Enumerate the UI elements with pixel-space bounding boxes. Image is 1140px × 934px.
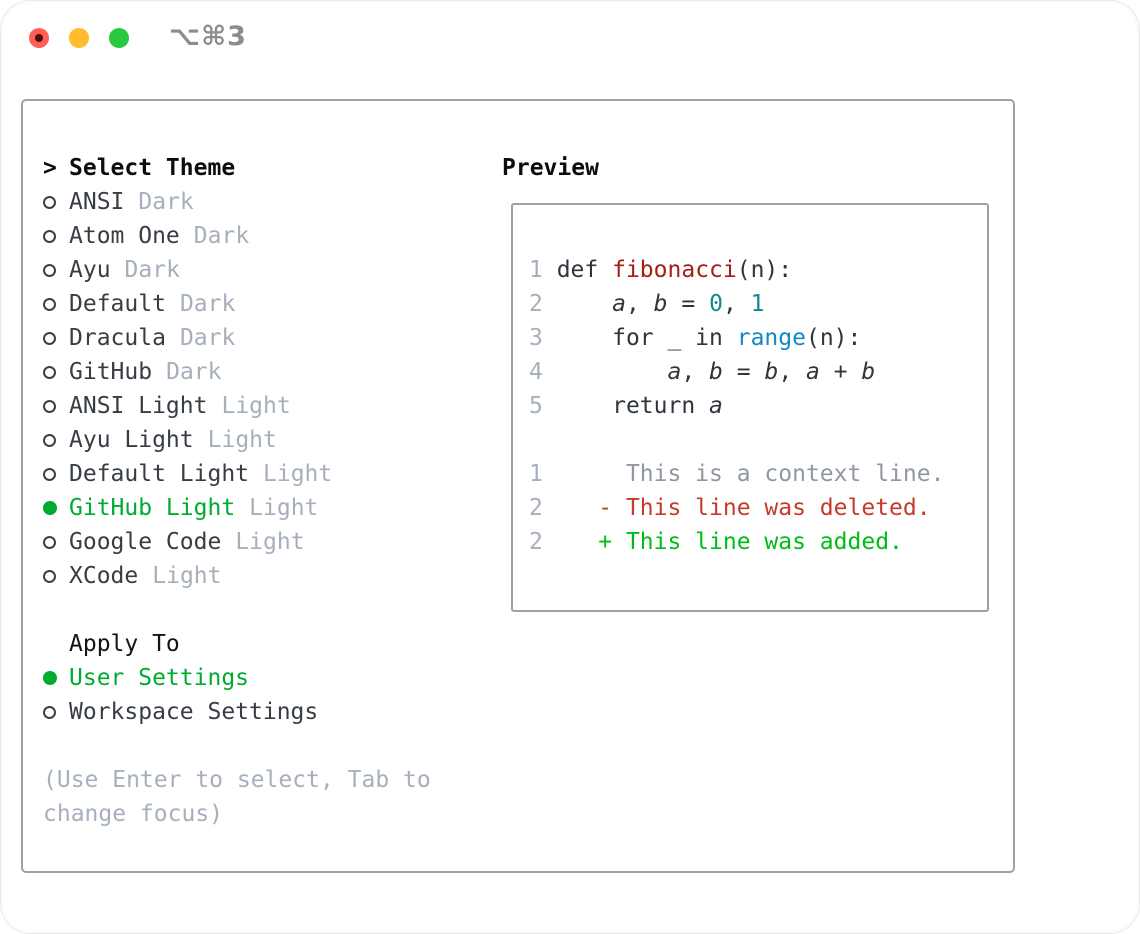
close-button[interactable] <box>29 28 49 48</box>
blank-line <box>529 423 987 457</box>
theme-name: XCode <box>69 563 139 589</box>
apply-to-label: Apply To <box>69 631 180 657</box>
radio-icon <box>43 433 69 447</box>
theme-name: Ayu <box>69 257 111 283</box>
theme-option-xcode[interactable]: XCode Light <box>43 559 493 593</box>
code-line: 2 a, b = 0, 1 <box>529 291 765 317</box>
window-title: ⌥⌘3 <box>169 21 247 52</box>
theme-option-google-code[interactable]: Google Code Light <box>43 525 493 559</box>
radio-icon <box>43 365 69 379</box>
theme-option-atom-one[interactable]: Atom One Dark <box>43 219 493 253</box>
radio-icon <box>43 399 69 413</box>
theme-variant: Dark <box>179 291 236 317</box>
apply-to-header: Apply To <box>43 627 493 661</box>
radio-icon <box>43 467 69 481</box>
theme-option-github-light[interactable]: GitHub Light Light <box>43 491 493 525</box>
theme-variant: Dark <box>166 359 222 385</box>
apply-option-name: Workspace Settings <box>69 699 319 725</box>
spacer-row <box>43 729 493 763</box>
theme-variant: Dark <box>124 257 180 283</box>
line-number: 4 <box>529 359 543 385</box>
apply-option-workspace-settings[interactable]: Workspace Settings <box>43 695 493 729</box>
line-number: 1 <box>529 461 543 487</box>
radio-icon <box>43 535 69 549</box>
theme-name: Default Light <box>69 461 250 487</box>
theme-name: ANSI <box>69 189 125 215</box>
theme-variant: Light <box>207 427 277 453</box>
help-text-line1: (Use Enter to select, Tab to <box>43 767 431 793</box>
line-number: 2 <box>529 529 543 555</box>
radio-icon <box>43 297 69 311</box>
theme-name: Google Code <box>69 529 222 555</box>
zoom-button[interactable] <box>109 28 129 48</box>
apply-option-user-settings[interactable]: User Settings <box>43 661 493 695</box>
theme-option-dracula[interactable]: Dracula Dark <box>43 321 493 355</box>
theme-name: Ayu Light <box>69 427 194 453</box>
theme-variant: Light <box>249 495 319 521</box>
theme-option-github[interactable]: GitHub Dark <box>43 355 493 389</box>
code-line: 3 for _ in range(n): <box>529 325 862 351</box>
preview-box: 1 def fibonacci(n): 2 a, b = 0, 1 3 for _ … <box>511 203 989 612</box>
theme-variant: Dark <box>193 223 250 249</box>
theme-option-ayu[interactable]: Ayu Dark <box>43 253 493 287</box>
select-theme-header: > Select Theme <box>43 151 493 185</box>
theme-option-default[interactable]: Default Dark <box>43 287 493 321</box>
theme-option-ansi-light[interactable]: ANSI Light Light <box>43 389 493 423</box>
theme-variant: Dark <box>179 325 236 351</box>
theme-option-ayu-light[interactable]: Ayu Light Light <box>43 423 493 457</box>
preview-code: 1 def fibonacci(n): 2 a, b = 0, 1 3 for _ … <box>529 253 987 559</box>
radio-icon <box>43 501 69 515</box>
focus-prompt-icon: > <box>43 155 57 181</box>
radio-icon <box>43 263 69 277</box>
titlebar: ⌥⌘3 <box>1 1 1139 77</box>
theme-name: Default <box>69 291 166 317</box>
radio-icon <box>43 229 69 243</box>
diff-added-line: 2 + This line was added. <box>529 529 903 555</box>
theme-variant: Light <box>235 529 305 555</box>
theme-variant: Dark <box>138 189 194 215</box>
theme-variant: Light <box>263 461 333 487</box>
code-line: 5 return a <box>529 393 723 419</box>
theme-name: Atom One <box>69 223 180 249</box>
select-theme-label: Select Theme <box>69 155 236 181</box>
line-number: 3 <box>529 325 543 351</box>
theme-option-ansi[interactable]: ANSI Dark <box>43 185 493 219</box>
radio-icon <box>43 195 69 209</box>
line-number: 1 <box>529 257 543 283</box>
spacer-row <box>43 593 493 627</box>
radio-icon <box>43 331 69 345</box>
apply-option-name: User Settings <box>69 665 250 691</box>
theme-option-default-light[interactable]: Default Light Light <box>43 457 493 491</box>
radio-icon <box>43 569 69 583</box>
line-number: 2 <box>529 495 543 521</box>
code-line: 1 def fibonacci(n): <box>529 257 793 283</box>
theme-name: ANSI Light <box>69 393 208 419</box>
theme-variant: Light <box>221 393 291 419</box>
preview-label: Preview <box>502 155 599 181</box>
theme-name: GitHub <box>69 359 153 385</box>
diff-deleted-line: 2 - This line was deleted. <box>529 495 931 521</box>
theme-variant: Light <box>152 563 222 589</box>
theme-name: Dracula <box>69 325 166 351</box>
radio-icon <box>43 705 69 719</box>
line-number: 5 <box>529 393 543 419</box>
theme-name: GitHub Light <box>69 495 236 521</box>
help-text-line2: change focus) <box>43 801 224 827</box>
code-line: 4 a, b = b, a + b <box>529 359 876 385</box>
line-number: 2 <box>529 291 543 317</box>
radio-icon <box>43 671 69 685</box>
minimize-button[interactable] <box>69 28 89 48</box>
diff-context-line: 1 This is a context line. <box>529 461 945 487</box>
